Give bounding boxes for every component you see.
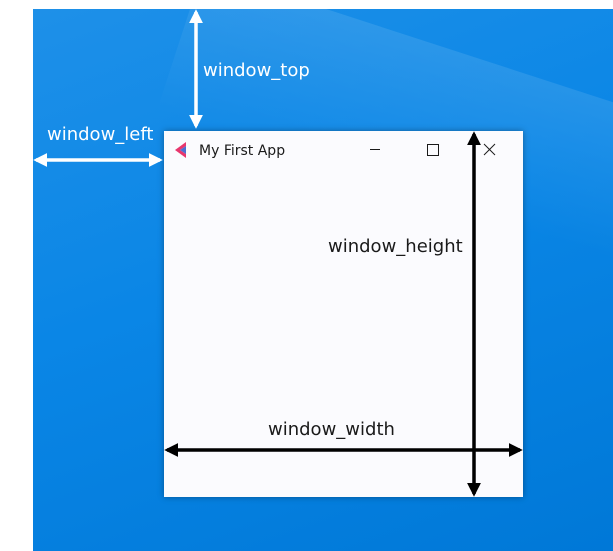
maximize-button[interactable] (410, 131, 456, 169)
close-button[interactable] (468, 131, 514, 169)
window-width-label: window_width (268, 419, 395, 440)
title-bar[interactable]: My First App (164, 131, 523, 169)
window-left-label: window_left (47, 124, 153, 145)
minimize-icon (370, 149, 380, 150)
window-height-label: window_height (328, 236, 463, 257)
app-icon (175, 142, 186, 158)
maximize-icon (427, 144, 439, 156)
app-window[interactable]: My First App (164, 131, 523, 497)
window-title: My First App (199, 143, 286, 159)
minimize-button[interactable] (352, 131, 398, 169)
window-top-label: window_top (203, 60, 310, 81)
close-icon (483, 143, 496, 156)
